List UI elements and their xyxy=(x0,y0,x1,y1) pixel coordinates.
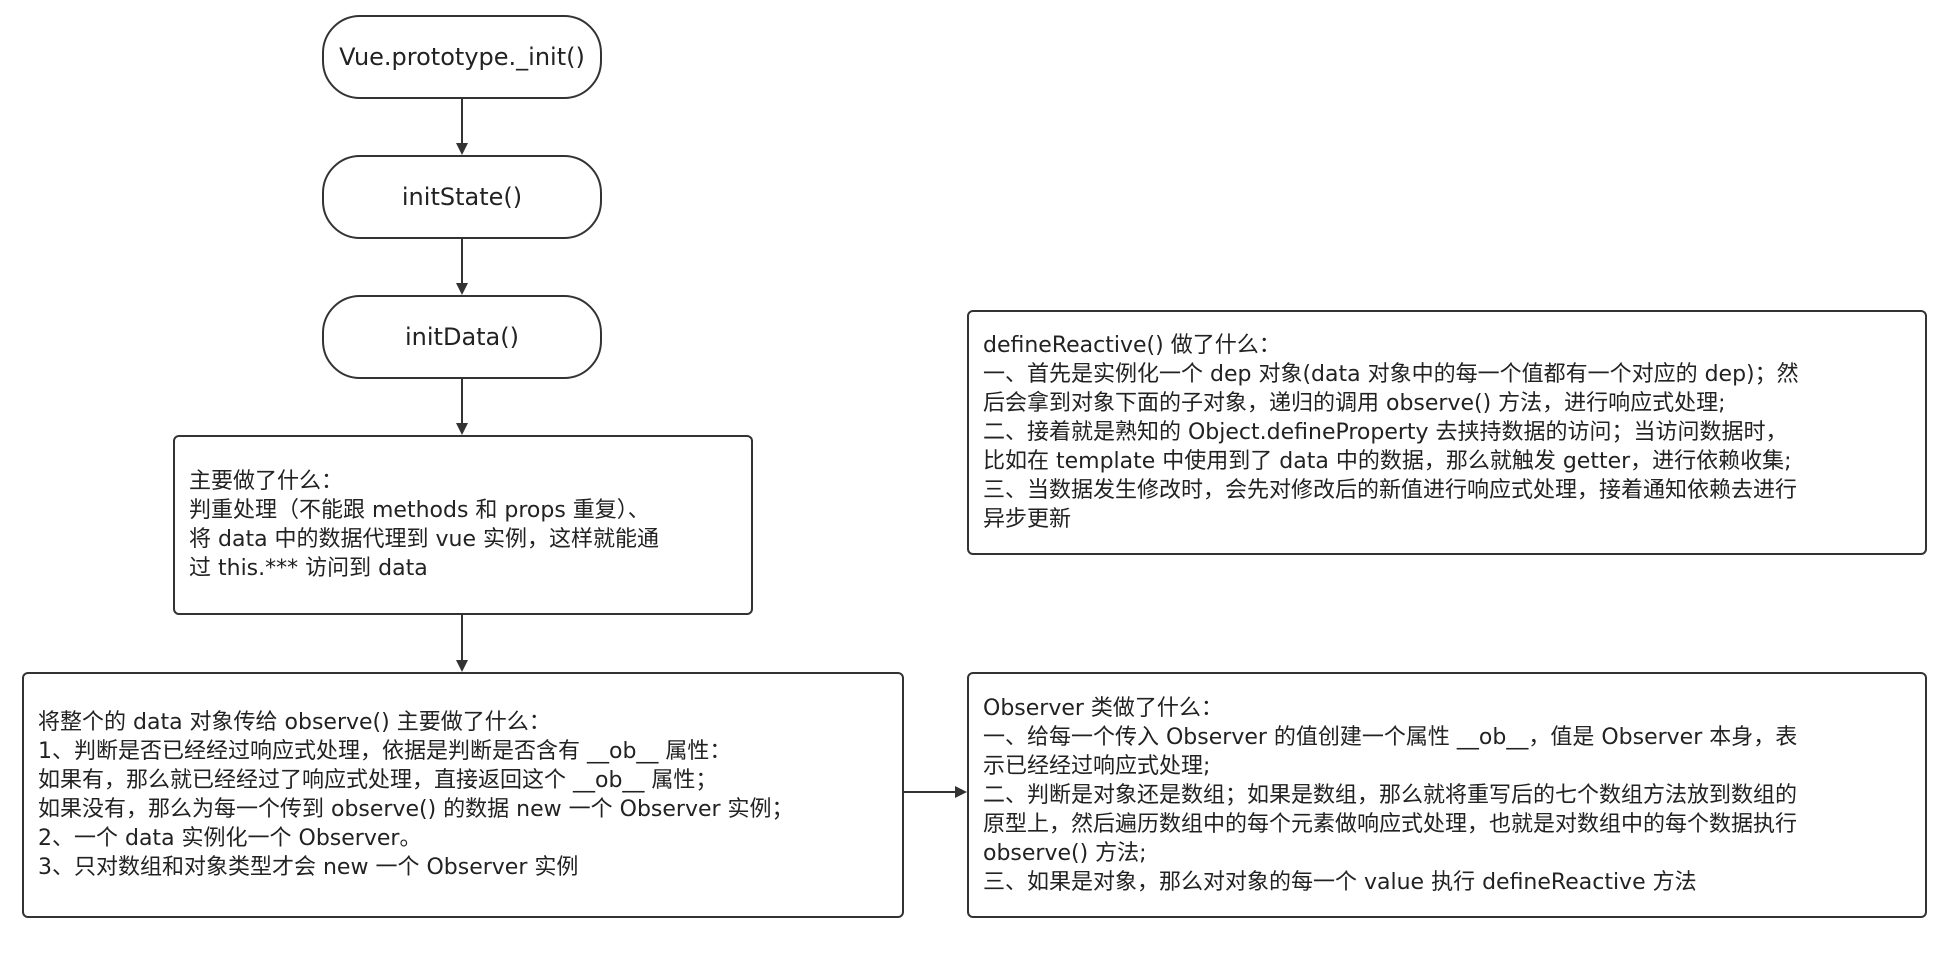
text-line: 一、首先是实例化一个 dep 对象(data 对象中的每一个值都有一个对应的 d… xyxy=(983,362,1799,387)
node-observer-class: Observer 类做了什么： 一、给每一个传入 Observer 的值创建一个… xyxy=(967,672,1927,918)
text-line: 将 data 中的数据代理到 vue 实例，这样就能通 xyxy=(189,527,660,552)
node-vue-prototype-init: Vue.prototype._init() xyxy=(322,15,602,99)
text-line: 2、一个 data 实例化一个 Observer。 xyxy=(38,826,422,851)
node-init-data-main-work: 主要做了什么： 判重处理（不能跟 methods 和 props 重复）、 将 … xyxy=(173,435,753,615)
text-line: observe() 方法; xyxy=(983,840,1147,866)
text-line: 比如在 template 中使用到了 data 中的数据，那么就触发 gette… xyxy=(983,449,1792,474)
text-line: 将整个的 data 对象传给 observe() 主要做了什么： xyxy=(38,710,551,735)
text-line: 主要做了什么： xyxy=(189,469,344,494)
text-line: 后会拿到对象下面的子对象，递归的调用 observe() 方法，进行响应式处理; xyxy=(983,391,1726,416)
text-line: Observer 类做了什么： xyxy=(983,695,1223,721)
node-vue-prototype-init-label: Vue.prototype._init() xyxy=(339,43,585,71)
text-line: 如果没有，那么为每一个传到 observe() 的数据 new 一个 Obser… xyxy=(38,797,794,822)
node-observe-work: 将整个的 data 对象传给 observe() 主要做了什么： 1、判断是否已… xyxy=(22,672,904,918)
text-line: 1、判断是否已经经过响应式处理，依据是判断是否含有 __ob__ 属性： xyxy=(38,739,732,764)
text-line: 二、判断是对象还是数组；如果是数组，那么就将重写后的七个数组方法放到数组的 xyxy=(983,782,1798,808)
text-line: 3、只对数组和对象类型才会 new 一个 Observer 实例 xyxy=(38,855,579,880)
text-line: defineReactive() 做了什么： xyxy=(983,333,1281,358)
text-line: 异步更新 xyxy=(983,507,1072,532)
text-line: 原型上，然后遍历数组中的每个元素做响应式处理，也就是对数组中的每个数据执行 xyxy=(983,811,1798,837)
text-line: 二、接着就是熟知的 Object.defineProperty 去挟持数据的访问… xyxy=(983,420,1788,445)
node-init-state-label: initState() xyxy=(401,183,523,211)
text-line: 判重处理（不能跟 methods 和 props 重复）、 xyxy=(189,498,650,523)
text-line: 示已经经过响应式处理; xyxy=(983,753,1211,779)
text-line: 一、给每一个传入 Observer 的值创建一个属性 __ob__，值是 Obs… xyxy=(983,724,1798,750)
text-line: 三、当数据发生修改时，会先对修改后的新值进行响应式处理，接着通知依赖去进行 xyxy=(983,478,1798,503)
node-define-reactive: defineReactive() 做了什么： 一、首先是实例化一个 dep 对象… xyxy=(967,310,1927,555)
text-line: 如果有，那么就已经经过了响应式处理，直接返回这个 __ob__ 属性； xyxy=(38,768,718,793)
node-init-data: initData() xyxy=(322,295,602,379)
node-init-data-label: initData() xyxy=(405,323,519,351)
text-line: 三、如果是对象，那么对对象的每一个 value 执行 defineReactiv… xyxy=(983,869,1697,895)
text-line: 过 this.*** 访问到 data xyxy=(189,556,428,581)
node-init-state: initState() xyxy=(322,155,602,239)
